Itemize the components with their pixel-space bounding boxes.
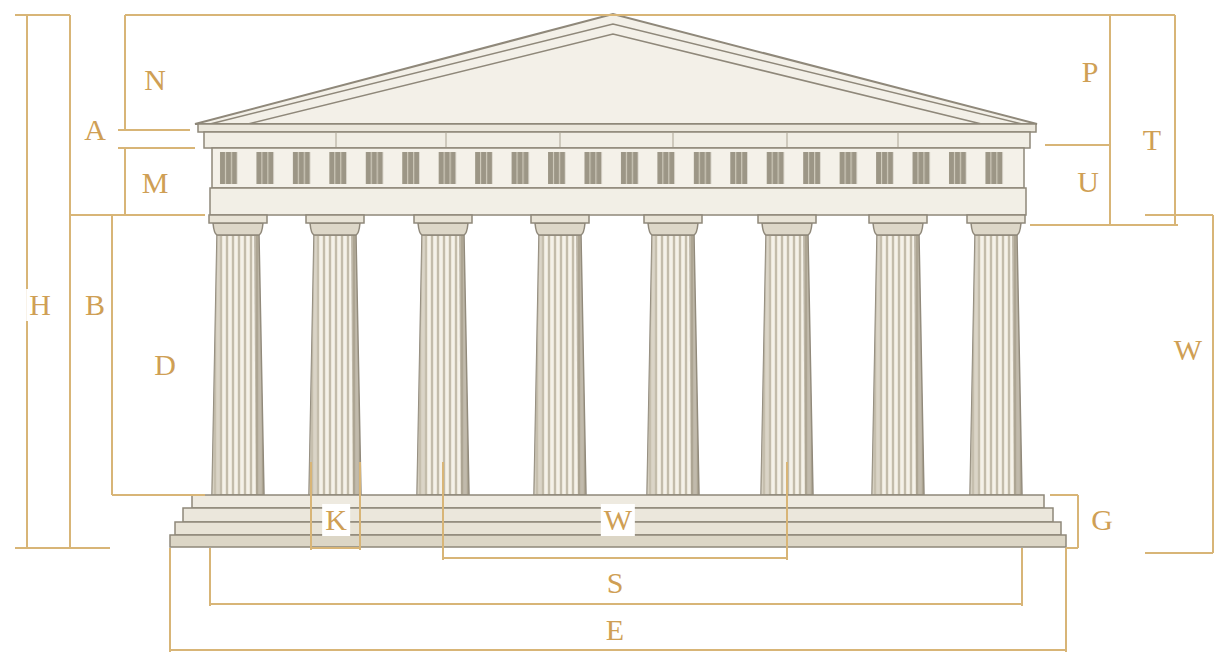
dimension-letter: G [1088,504,1116,536]
dimension-letter: W [1171,334,1205,366]
dimension-letter: S [604,567,627,599]
dimension-letter: T [1140,124,1164,156]
dimension-letter: N [141,64,169,96]
dimension-letter: P [1079,56,1102,88]
dimension-letter: U [1074,166,1102,198]
dimension-letter: W [601,504,635,536]
dimension-letter: H [26,289,54,321]
dimension-letter: M [139,167,172,199]
dimension-letter: A [81,114,109,146]
dimension-letter: B [82,289,108,321]
dimension-letter: D [151,349,179,381]
dimension-letter: E [603,614,627,646]
dimension-letter: K [322,504,350,536]
dimension-lines [15,15,1213,652]
